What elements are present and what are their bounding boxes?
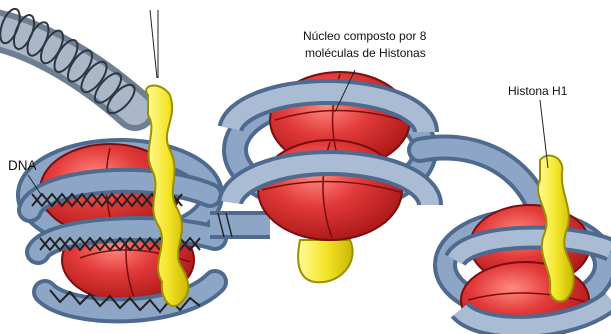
label-core-line2: moléculas de Histonas	[305, 46, 426, 60]
label-core-line1: Núcleo composto por 8	[303, 29, 427, 43]
coiled-dna-fiber	[0, 6, 158, 117]
middle-nucleosome	[230, 70, 430, 282]
right-nucleosome	[445, 205, 611, 334]
label-histone-h1: Histona H1	[508, 84, 568, 98]
label-dna: DNA	[8, 158, 37, 173]
linker-dna-1	[210, 213, 270, 237]
